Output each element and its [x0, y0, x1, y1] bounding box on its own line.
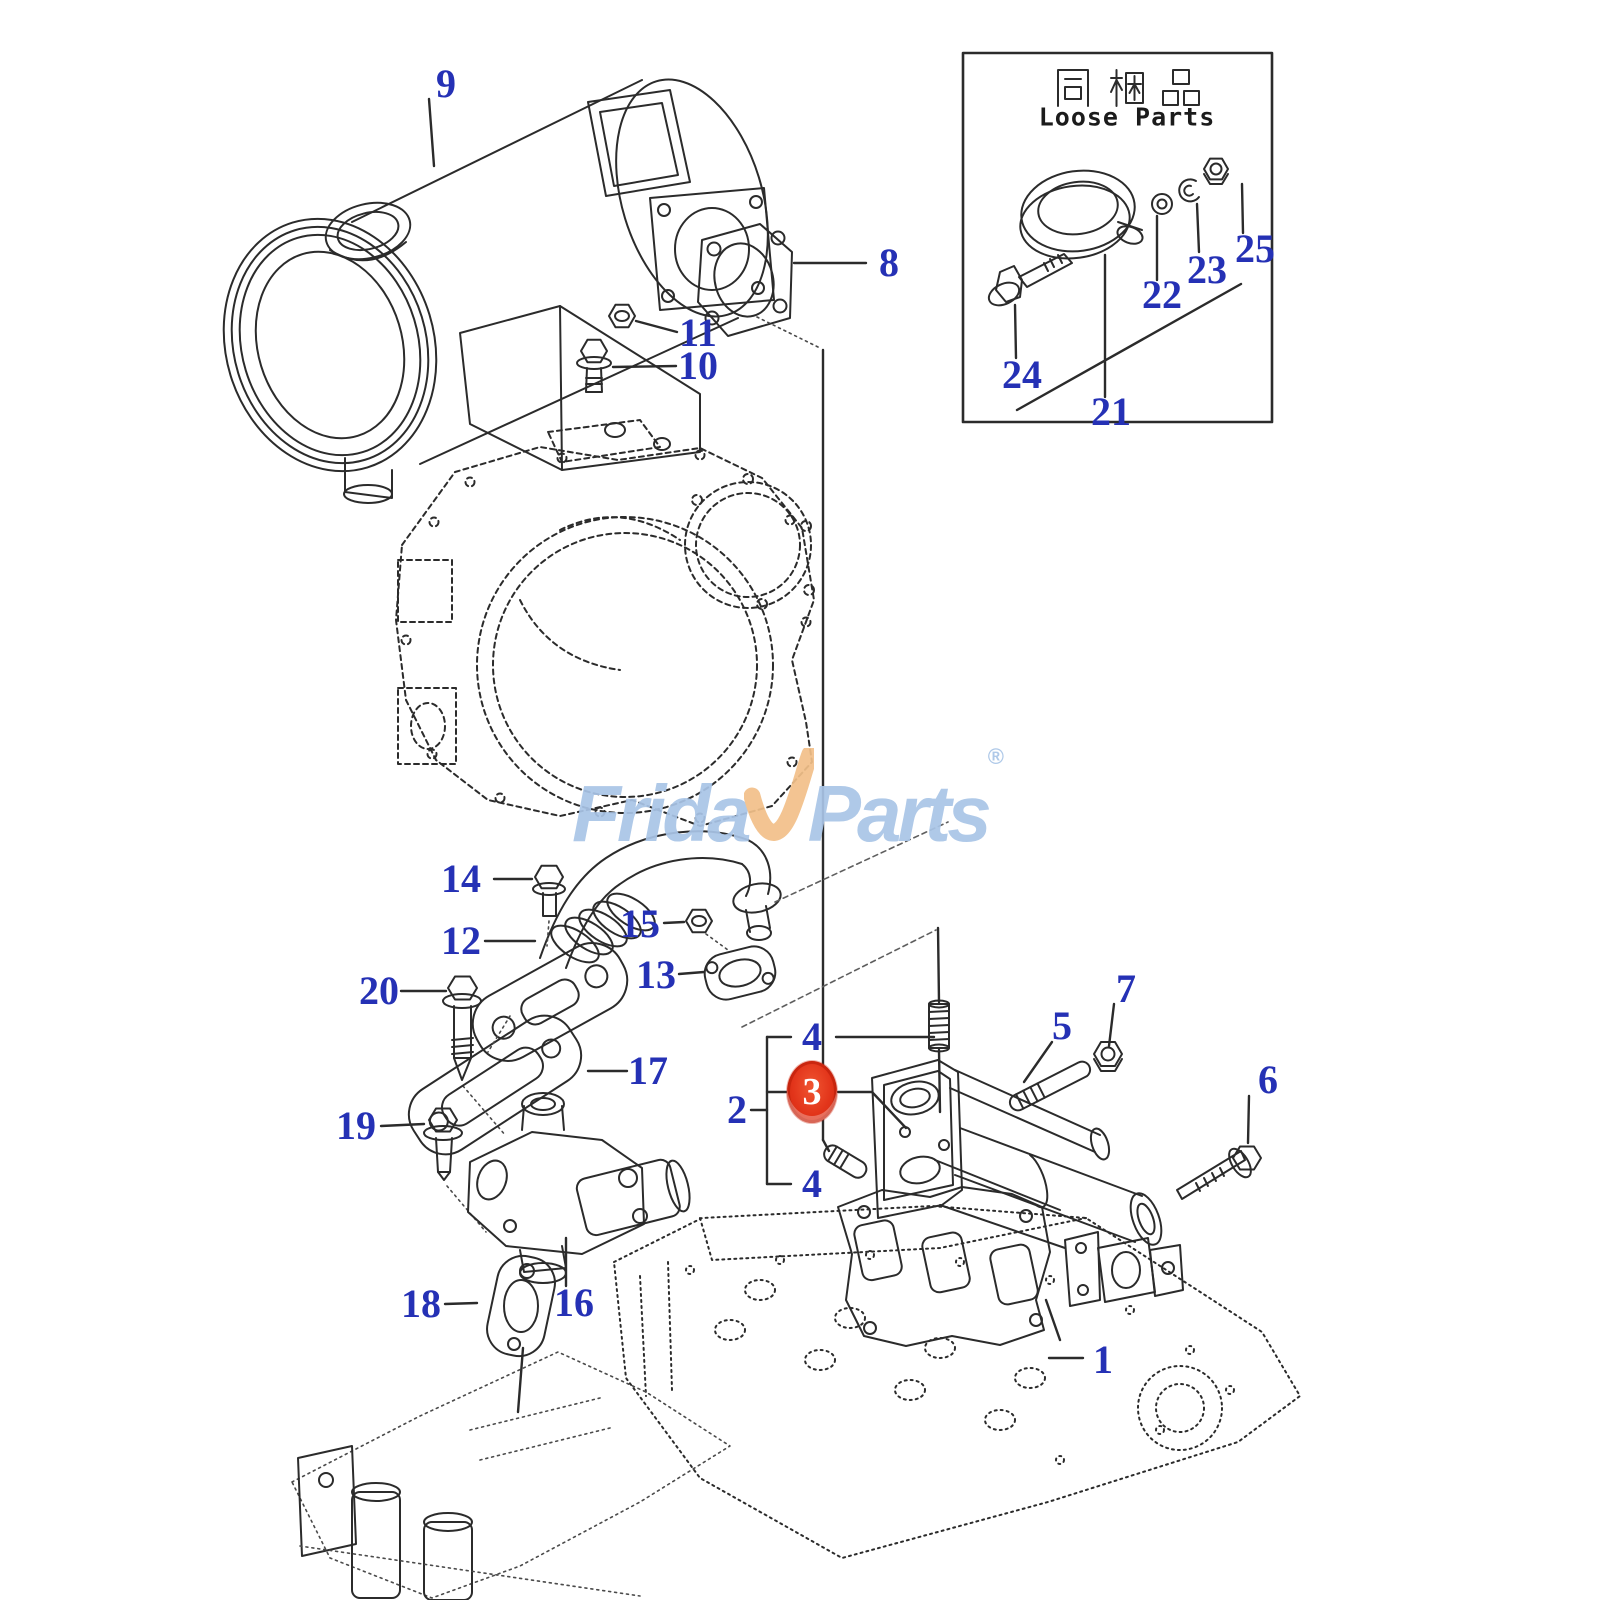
callout-1: 1 — [1093, 1337, 1113, 1382]
nut-11-drawing — [608, 303, 636, 329]
egr-valve-16-drawing — [467, 1092, 691, 1284]
callout-7: 7 — [1116, 966, 1136, 1011]
callout-14: 14 — [441, 856, 481, 901]
callout-4b: 4 — [802, 1161, 822, 1206]
flywheel-housing-drawing — [395, 419, 815, 827]
callout-11: 11 — [679, 310, 717, 355]
stud-4-lower-drawing — [823, 1144, 868, 1179]
callout-10: 10 — [678, 343, 718, 388]
callout-9: 9 — [436, 61, 456, 106]
gasket-1-drawing — [837, 1186, 1051, 1347]
callout-13: 13 — [636, 952, 676, 997]
callout-18: 18 — [401, 1281, 441, 1326]
nut-7-drawing — [1093, 1041, 1123, 1072]
egr-pipe-drawing — [471, 830, 782, 1062]
gasket-8-drawing — [697, 223, 793, 337]
stud-5-drawing — [1008, 1060, 1092, 1112]
nut-25-drawing — [1203, 157, 1229, 185]
stud-4-upper-drawing — [928, 999, 950, 1053]
clamp-21-drawing — [1019, 169, 1144, 260]
callout-24: 24 — [1002, 352, 1042, 397]
callout-5: 5 — [1052, 1003, 1072, 1048]
bolt-14-drawing — [532, 864, 566, 947]
callout-22: 22 — [1142, 272, 1182, 317]
callout-16: 16 — [554, 1280, 594, 1325]
callout-2: 2 — [727, 1087, 747, 1132]
clip-23-drawing — [1178, 178, 1200, 203]
callout-3-highlighted: 3 — [787, 1061, 837, 1123]
intake-manifold-drawing — [291, 1351, 731, 1600]
leader-lines — [379, 97, 1251, 1360]
muffler-drawing — [222, 78, 775, 504]
bolt-24-drawing — [987, 253, 1073, 307]
fridayparts-watermark: Frida Parts ® — [572, 742, 1022, 858]
watermark-prefix: Frida — [572, 769, 752, 858]
watermark-suffix: Parts — [807, 769, 992, 858]
nut-15-drawing — [685, 908, 729, 951]
callout-8: 8 — [879, 240, 899, 285]
registered-mark: ® — [987, 744, 1004, 769]
gasket-18-drawing — [486, 1254, 556, 1414]
callout-17: 17 — [628, 1048, 668, 1093]
loose-parts-title-en: Loose Parts — [1038, 102, 1216, 132]
gasket-17-drawing — [407, 1014, 583, 1156]
callout-15: 15 — [620, 901, 660, 946]
exhaust-manifold-drawing — [871, 1059, 1184, 1307]
cylinder-head-drawing — [613, 1205, 1301, 1559]
watermark-swoosh-icon — [743, 748, 814, 841]
washer-22-drawing — [1151, 193, 1173, 215]
flange-12-drawing — [471, 942, 629, 1062]
callout-25: 25 — [1235, 226, 1275, 271]
callout-21: 21 — [1091, 389, 1131, 434]
bolt-10-drawing — [576, 338, 612, 393]
loose-parts-title-kanji — [1057, 69, 1200, 107]
loose-parts-box — [961, 51, 1274, 424]
callout-4a: 4 — [802, 1014, 822, 1059]
callout-20: 20 — [359, 968, 399, 1013]
callout-19: 19 — [336, 1103, 376, 1148]
gasket-13-drawing — [703, 945, 777, 1001]
bolt-19-drawing — [423, 1107, 487, 1233]
bolt-20-drawing — [442, 975, 507, 1137]
callout-12: 12 — [441, 918, 481, 963]
bolt-6-drawing — [1176, 1145, 1262, 1200]
callout-6: 6 — [1258, 1057, 1278, 1102]
callout-23: 23 — [1187, 247, 1227, 292]
